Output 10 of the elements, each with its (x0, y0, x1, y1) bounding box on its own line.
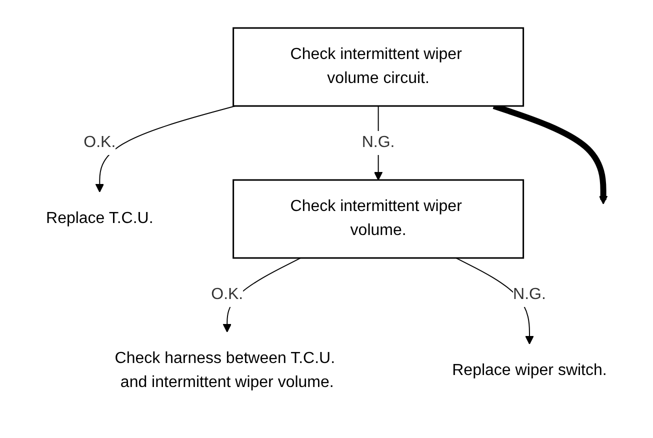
edge-label: O.K. (84, 134, 116, 151)
edge-label: N.G. (513, 286, 546, 303)
node-box: Check intermittent wiper volume. (232, 179, 524, 259)
arrow (95, 106, 236, 192)
node-text: Check harness between T.C.U. and intermittent wiper volume. (114, 350, 336, 391)
node-box: Check intermittent wiper volume circuit. (232, 27, 524, 107)
node-text: Replace T.C.U. (46, 210, 154, 227)
edge-label: N.G. (362, 134, 395, 151)
node-text: Replace wiper switch. (452, 362, 607, 379)
edge-label: O.K. (211, 286, 244, 303)
